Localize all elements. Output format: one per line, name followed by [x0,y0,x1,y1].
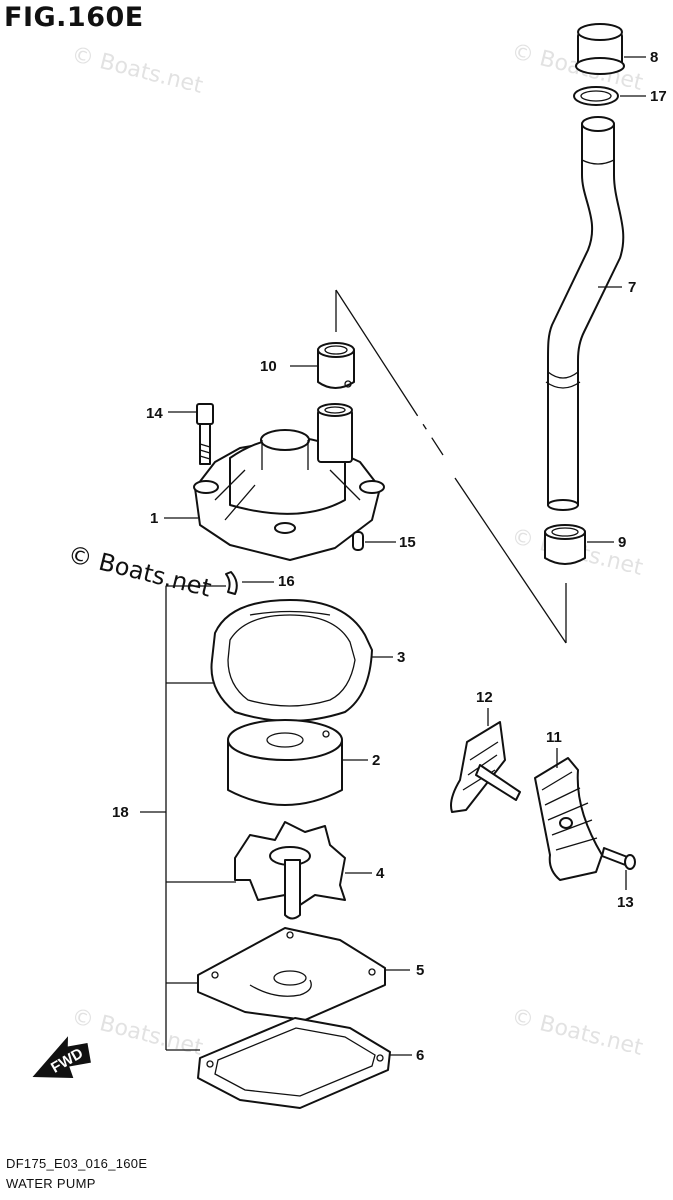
part-10-bushing[interactable] [317,342,355,389]
part-5-wear-plate[interactable] [197,927,386,1021]
part-12-grille-bracket[interactable] [450,721,521,813]
callout-2: 2 [372,752,380,769]
part-11-grille[interactable] [534,757,603,881]
callout-14: 14 [146,405,163,422]
part-8-grommet[interactable] [575,23,625,75]
fwd-direction-badge: FWD [32,1036,91,1078]
callout-11: 11 [546,729,562,746]
part-16-key[interactable] [225,571,238,595]
callout-1: 1 [150,510,158,527]
callout-15: 15 [399,534,416,551]
drawing-code: DF175_E03_016_160E [6,1156,148,1171]
callout-6: 6 [416,1047,424,1064]
part-14-bolt[interactable] [196,403,214,465]
part-15-dowel-pin[interactable] [352,531,364,551]
part-3-seal[interactable] [210,599,373,722]
callout-10: 10 [260,358,277,375]
callout-5: 5 [416,962,424,979]
callout-16: 16 [278,573,295,590]
callout-18: 18 [112,804,129,821]
part-2-liner[interactable] [227,719,343,806]
drawing-name: WATER PUMP [6,1176,96,1191]
callout-12: 12 [476,689,493,706]
callout-9: 9 [618,534,626,551]
part-4-impeller[interactable] [234,821,346,920]
part-6-gasket[interactable] [197,1017,391,1109]
callout-8: 8 [650,49,658,66]
callout-4: 4 [376,865,385,882]
part-7-water-tube[interactable] [545,116,625,511]
callout-7: 7 [628,279,636,296]
part-13-screw[interactable] [601,847,636,870]
part-1-pump-case[interactable] [193,403,385,561]
part-17-o-ring[interactable] [573,86,619,106]
part-9-grommet[interactable] [544,524,586,565]
callout-3: 3 [397,649,405,666]
figure-title: FIG.160E [4,2,144,33]
callout-17: 17 [650,88,667,105]
callout-13: 13 [617,894,634,911]
part-18-kit-bracket [140,585,236,1051]
